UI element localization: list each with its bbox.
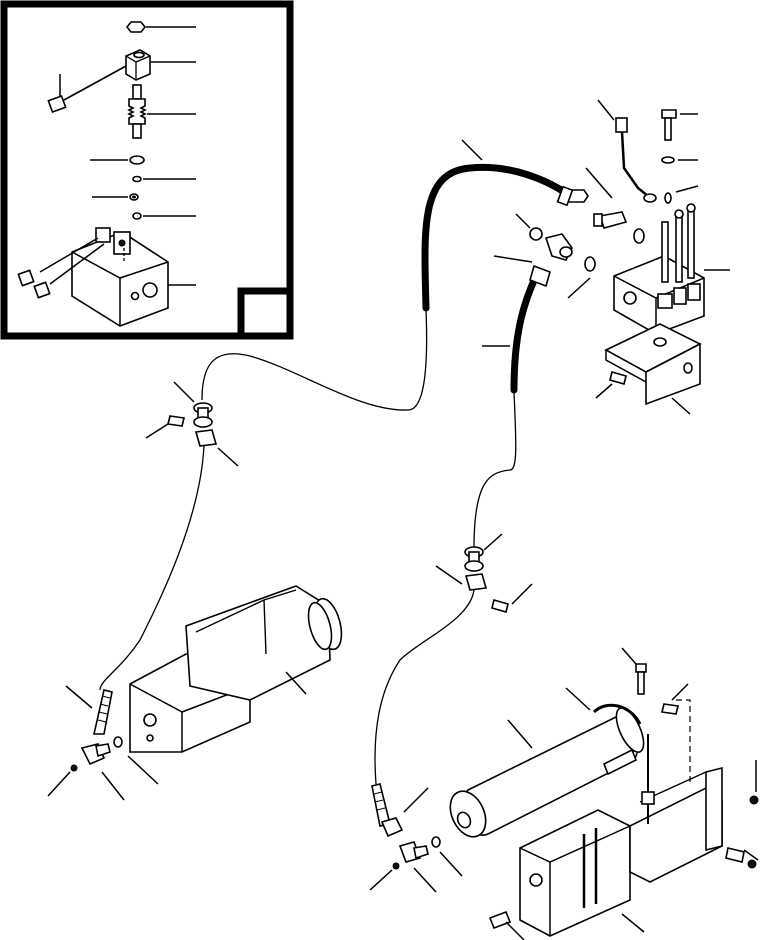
right-cylinder-housing bbox=[519, 699, 723, 937]
second-hose bbox=[473, 255, 551, 549]
inset-solenoid-coil bbox=[47, 49, 196, 114]
right-cylinder bbox=[449, 687, 645, 838]
right-clamp-assembly bbox=[374, 533, 533, 785]
left-hose-fittings bbox=[47, 685, 159, 801]
left-cylinder bbox=[129, 585, 343, 753]
left-clamp-assembly bbox=[99, 381, 239, 691]
inset-detail bbox=[0, 0, 294, 340]
main-hose-long bbox=[201, 139, 589, 411]
check-valve bbox=[585, 167, 645, 244]
elbow-fitting bbox=[515, 213, 596, 299]
inset-corner-box bbox=[237, 287, 294, 340]
right-hose-fittings bbox=[369, 783, 463, 893]
inset-o-rings bbox=[90, 155, 196, 220]
solenoid-valve-assembly bbox=[595, 99, 730, 415]
right-fasteners bbox=[488, 647, 759, 940]
inset-nut bbox=[125, 21, 196, 33]
inset-valve-block bbox=[17, 227, 196, 327]
inset-valve-stem bbox=[127, 84, 196, 139]
